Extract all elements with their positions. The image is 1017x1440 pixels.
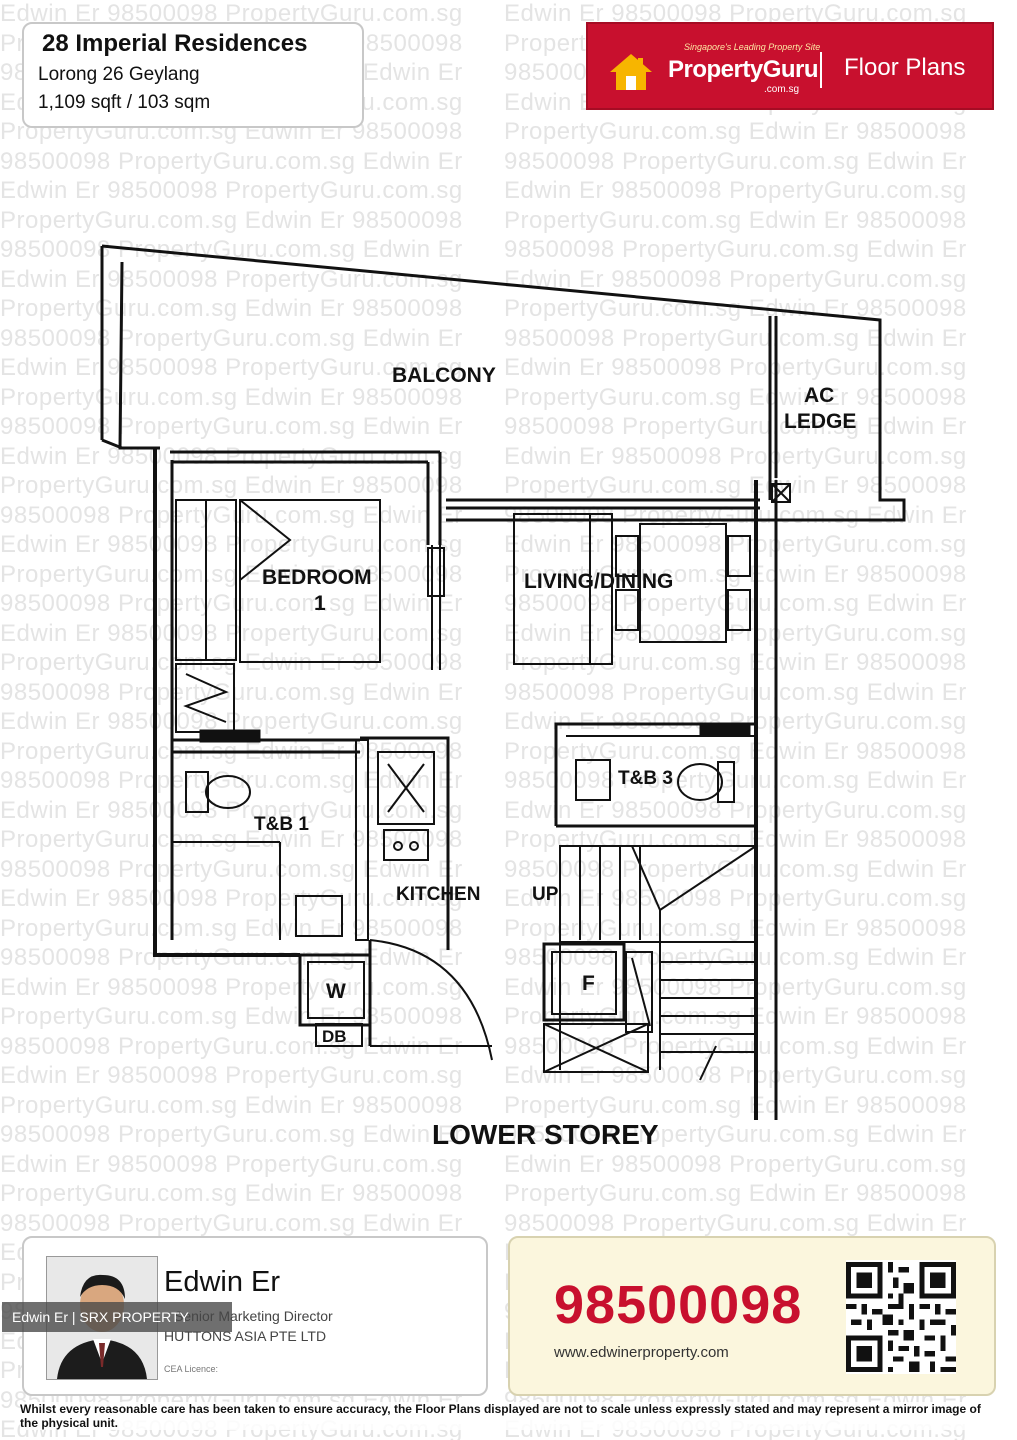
- qr-code-icon[interactable]: [846, 1260, 956, 1374]
- label-kitchen: KITCHEN: [396, 884, 480, 905]
- bed: [239, 499, 381, 663]
- label-tb3: T&B 3: [618, 768, 673, 789]
- agent-company: HUTTONS ASIA PTE LTD: [164, 1328, 327, 1344]
- label-balcony: BALCONY: [392, 364, 496, 387]
- label-ac-ledge-bottom: LEDGE: [784, 410, 856, 433]
- unit-outer-wall: [153, 448, 300, 957]
- label-bedroom-number: 1: [314, 592, 326, 615]
- disclaimer: Whilst every reasonable care has been ta…: [20, 1402, 990, 1430]
- label-db: DB: [322, 1027, 347, 1046]
- contact-phone[interactable]: 98500098: [554, 1275, 803, 1335]
- house-logo-icon: [610, 54, 652, 90]
- agent-card: Edwin Er Senior Marketing Director HUTTO…: [2, 1236, 488, 1396]
- banner-section: Floor Plans: [844, 54, 966, 81]
- banner-tagline: Singapore's Leading Property Site: [684, 42, 821, 52]
- label-tb1: T&B 1: [254, 814, 309, 835]
- label-ac-ledge-top: AC: [804, 384, 834, 407]
- listing-size: 1,109 sqft / 103 sqm: [38, 92, 211, 113]
- label-storey: LOWER STOREY: [432, 1119, 659, 1150]
- listing-info: 28 Imperial Residences Lorong 26 Geylang…: [22, 22, 364, 128]
- srx-overlay: Edwin Er | SRX PROPERTY: [2, 1302, 232, 1332]
- agent-name: Edwin Er: [164, 1266, 281, 1298]
- label-washer: W: [326, 980, 346, 1003]
- listing-title: 28 Imperial Residences: [42, 30, 308, 57]
- label-stairs-up: UP: [532, 884, 559, 905]
- label-fridge: F: [582, 972, 595, 995]
- banner-domain: .com.sg: [764, 84, 800, 95]
- banner-brand: PropertyGuru: [668, 56, 819, 83]
- banner-separator: [820, 52, 822, 88]
- balcony-wall: [101, 244, 906, 522]
- contact-website[interactable]: www.edwinerproperty.com: [554, 1344, 729, 1361]
- label-living-dining: LIVING/DINING: [524, 570, 673, 593]
- listing-address: Lorong 26 Geylang: [38, 64, 200, 85]
- contact-card: 98500098 www.edwinerproperty.com: [508, 1236, 996, 1396]
- propertyguru-banner: Singapore's Leading Property Site Proper…: [586, 22, 994, 110]
- agent-licence: CEA Licence:: [164, 1364, 219, 1374]
- label-bedroom: BEDROOM: [262, 566, 372, 589]
